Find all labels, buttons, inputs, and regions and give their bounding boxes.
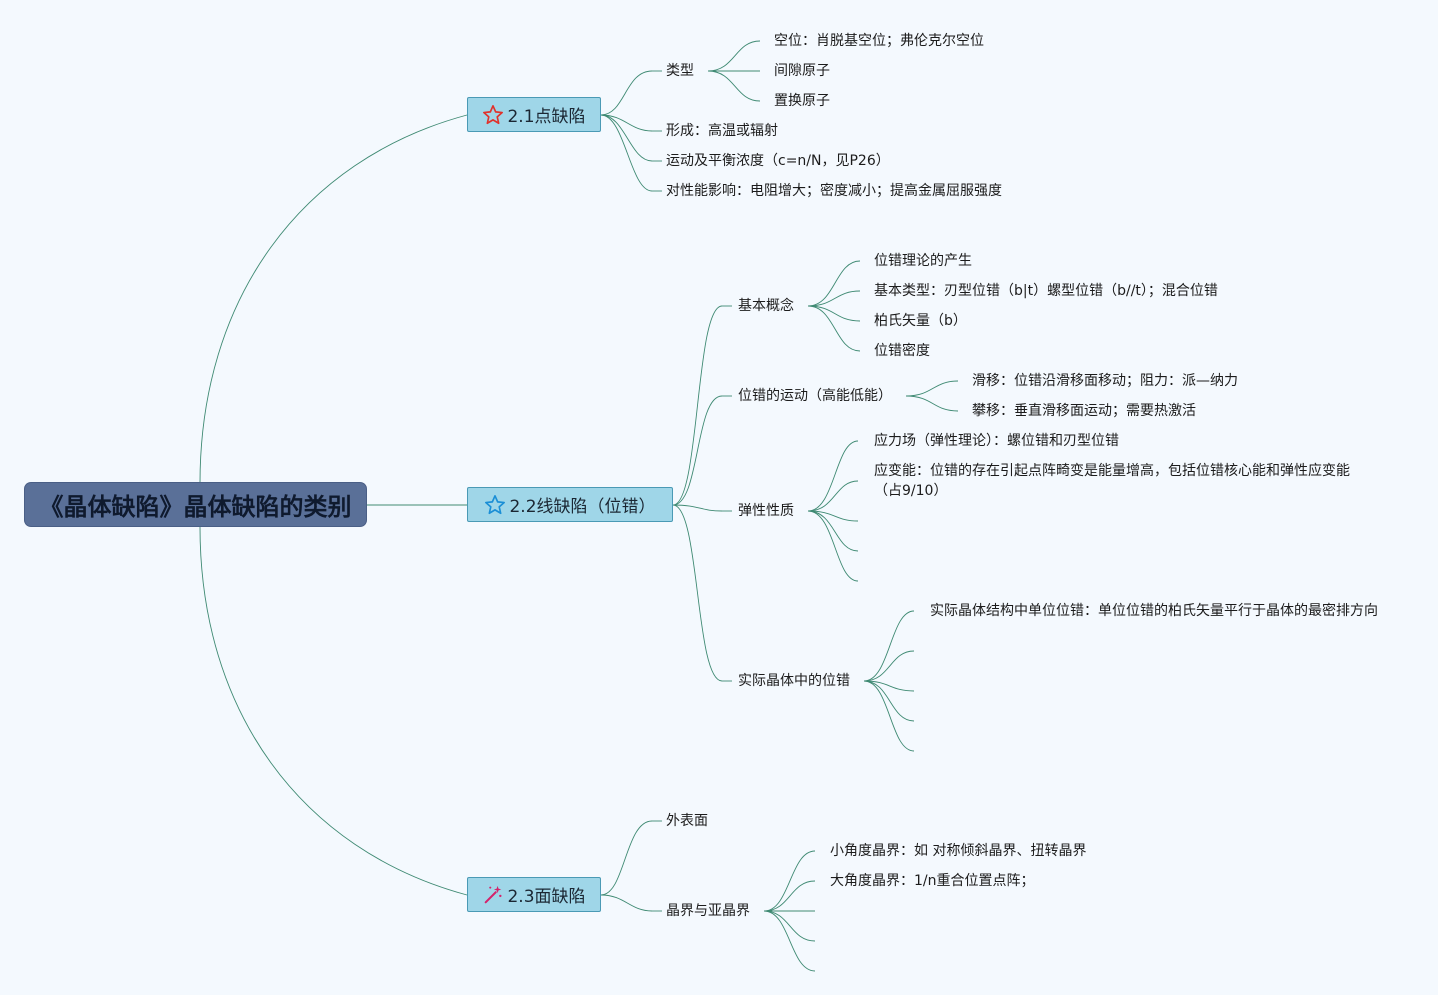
link-line-basic	[672, 305, 723, 506]
node-point-type-child-1[interactable]: 空位：肖脱基空位；弗伦克尔空位	[774, 33, 984, 49]
branch-point-defects[interactable]: 2.1点缺陷	[467, 97, 601, 132]
blue-star-icon	[484, 494, 506, 516]
link-root-point	[199, 114, 468, 484]
node-surface-outer[interactable]: 外表面	[666, 813, 708, 829]
link-point-type	[600, 70, 653, 116]
link-line-motion	[672, 395, 723, 506]
link-point-motion	[600, 114, 653, 162]
node-surface-boundary[interactable]: 晶界与亚晶界	[666, 903, 750, 919]
node-point-formation[interactable]: 形成：高温或辐射	[666, 123, 778, 139]
branch-line-label: 2.2线缺陷（位错）	[509, 497, 656, 517]
node-surface-boundary-child-1[interactable]: 小角度晶界：如 对称倾斜晶界、扭转晶界	[830, 843, 1087, 859]
node-point-motion[interactable]: 运动及平衡浓度（c=n/N，见P26）	[666, 153, 890, 169]
root-topic-label: 《晶体缺陷》晶体缺陷的类别	[39, 493, 352, 521]
node-point-type-child-3[interactable]: 置换原子	[774, 93, 830, 109]
node-line-elastic[interactable]: 弹性性质	[738, 503, 794, 519]
node-line-basic-child-3[interactable]: 柏氏矢量（b）	[874, 313, 967, 329]
root-topic[interactable]: 《晶体缺陷》晶体缺陷的类别	[25, 483, 366, 526]
node-line-elastic-child-2[interactable]: 应变能：位错的存在引起点阵畸变是能量增高，包括位错核心能和弹性应变能（占9/10…	[874, 463, 1350, 499]
link-type-c3	[707, 70, 761, 102]
red-star-icon	[482, 104, 504, 126]
magic-wand-icon	[482, 884, 504, 906]
link-point-effect	[600, 114, 653, 192]
node-line-motion-child-2[interactable]: 攀移：垂直滑移面运动；需要热激活	[972, 403, 1196, 419]
node-line-real-child-1[interactable]: 实际晶体结构中单位位错：单位位错的柏氏矢量平行于晶体的最密排方向	[930, 603, 1378, 619]
link-type-c1	[707, 40, 761, 72]
node-line-basic-child-2[interactable]: 基本类型：刃型位错（b|t）螺型位错（b//t）；混合位错	[874, 283, 1218, 299]
node-point-type-child-2[interactable]: 间隙原子	[774, 63, 830, 79]
node-line-basic-child-1[interactable]: 位错理论的产生	[874, 253, 972, 269]
node-line-motion-child-1[interactable]: 滑移：位错沿滑移面移动；阻力：派—纳力	[972, 373, 1238, 389]
link-line-elastic	[672, 504, 723, 512]
node-line-elastic-child-1[interactable]: 应力场（弹性理论）：螺位错和刃型位错	[874, 433, 1119, 449]
link-root-surface	[199, 526, 468, 896]
node-line-real[interactable]: 实际晶体中的位错	[738, 673, 850, 689]
branch-point-label: 2.1点缺陷	[507, 107, 586, 127]
branch-surface-label: 2.3面缺陷	[507, 887, 586, 907]
node-line-basic[interactable]: 基本概念	[738, 298, 794, 314]
node-line-basic-child-4[interactable]: 位错密度	[874, 343, 930, 359]
link-line-real	[672, 504, 723, 682]
branch-surface-defects[interactable]: 2.3面缺陷	[467, 877, 601, 912]
node-line-motion[interactable]: 位错的运动（高能低能）	[738, 388, 892, 404]
node-point-effect[interactable]: 对性能影响：电阻增大；密度减小；提高金属屈服强度	[666, 183, 1002, 199]
node-surface-boundary-child-2[interactable]: 大角度晶界：1/n重合位置点阵；	[830, 873, 1035, 889]
node-point-type[interactable]: 类型	[666, 63, 694, 79]
branch-line-defects[interactable]: 2.2线缺陷（位错）	[467, 487, 673, 522]
